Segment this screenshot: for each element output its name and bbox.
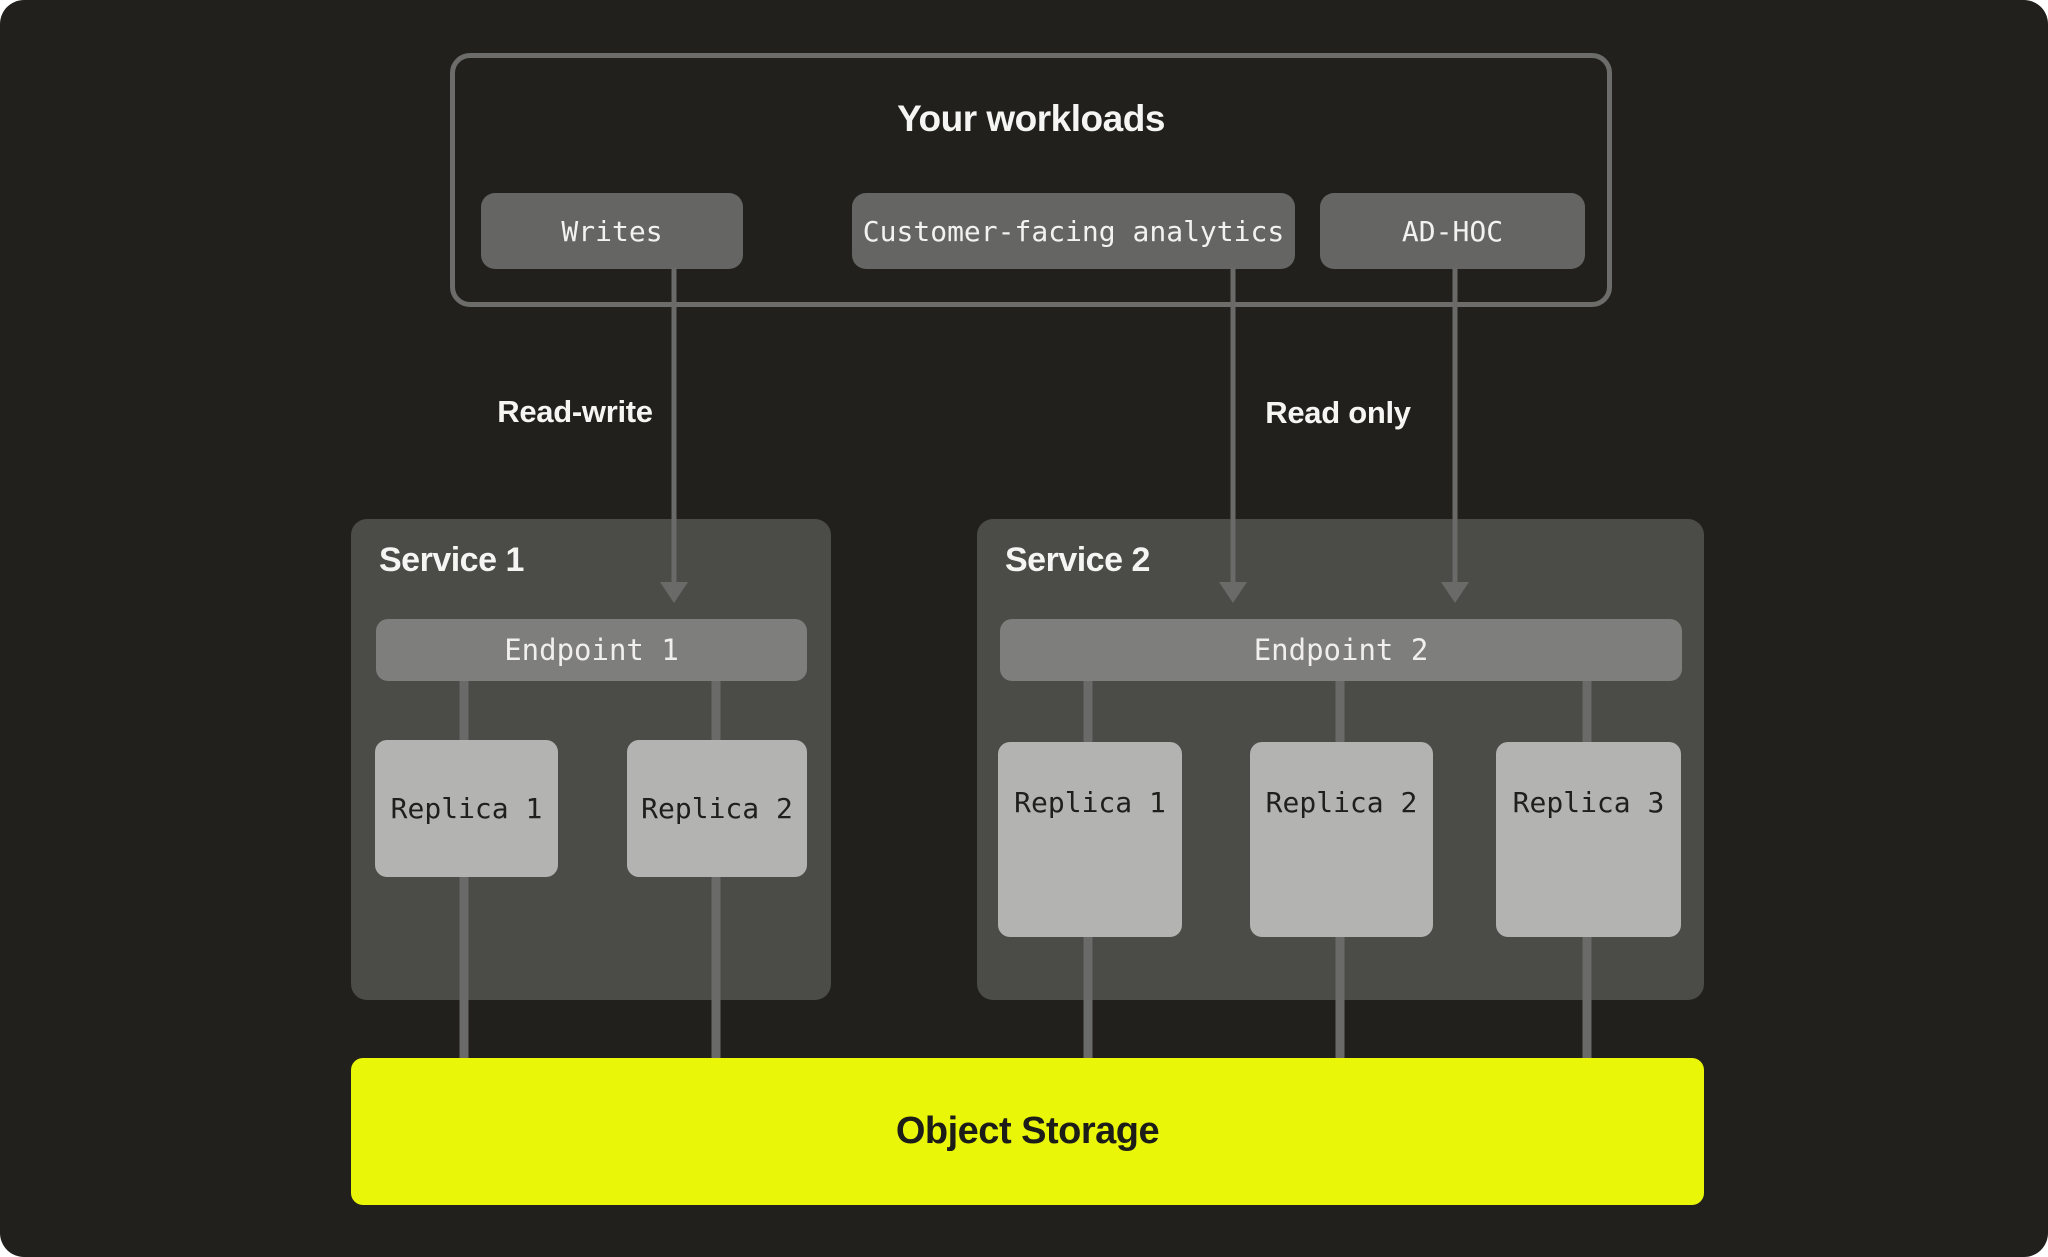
service-2-replica-2: Replica 2 <box>1250 742 1433 937</box>
workload-chip-customer-facing-analytics: Customer-facing analytics <box>852 193 1295 269</box>
service-1-endpoint: Endpoint 1 <box>376 619 807 681</box>
workloads-title: Your workloads <box>897 98 1165 139</box>
service-2-replica-3: Replica 3 <box>1496 742 1681 937</box>
service-2-endpoint: Endpoint 2 <box>1000 619 1682 681</box>
object-storage-bar: Object Storage <box>351 1058 1704 1205</box>
service-1-group: Service 1 Endpoint 1 Replica 1 Replica 2 <box>351 519 831 1000</box>
service-1-replica-1: Replica 1 <box>375 740 558 877</box>
workload-chip-writes: Writes <box>481 193 743 269</box>
read-write-label: Read-write <box>497 394 653 429</box>
workloads-group: Your workloads Writes Customer-facing an… <box>450 53 1612 307</box>
service-2-title: Service 2 <box>1005 541 1150 579</box>
workload-chip-ad-hoc: AD-HOC <box>1320 193 1585 269</box>
service-1-replica-2: Replica 2 <box>627 740 807 877</box>
service-2-group: Service 2 Endpoint 2 Replica 1 Replica 2… <box>977 519 1704 1000</box>
service-2-replica-1: Replica 1 <box>998 742 1182 937</box>
read-only-label: Read only <box>1265 395 1411 430</box>
service-1-title: Service 1 <box>379 541 524 579</box>
